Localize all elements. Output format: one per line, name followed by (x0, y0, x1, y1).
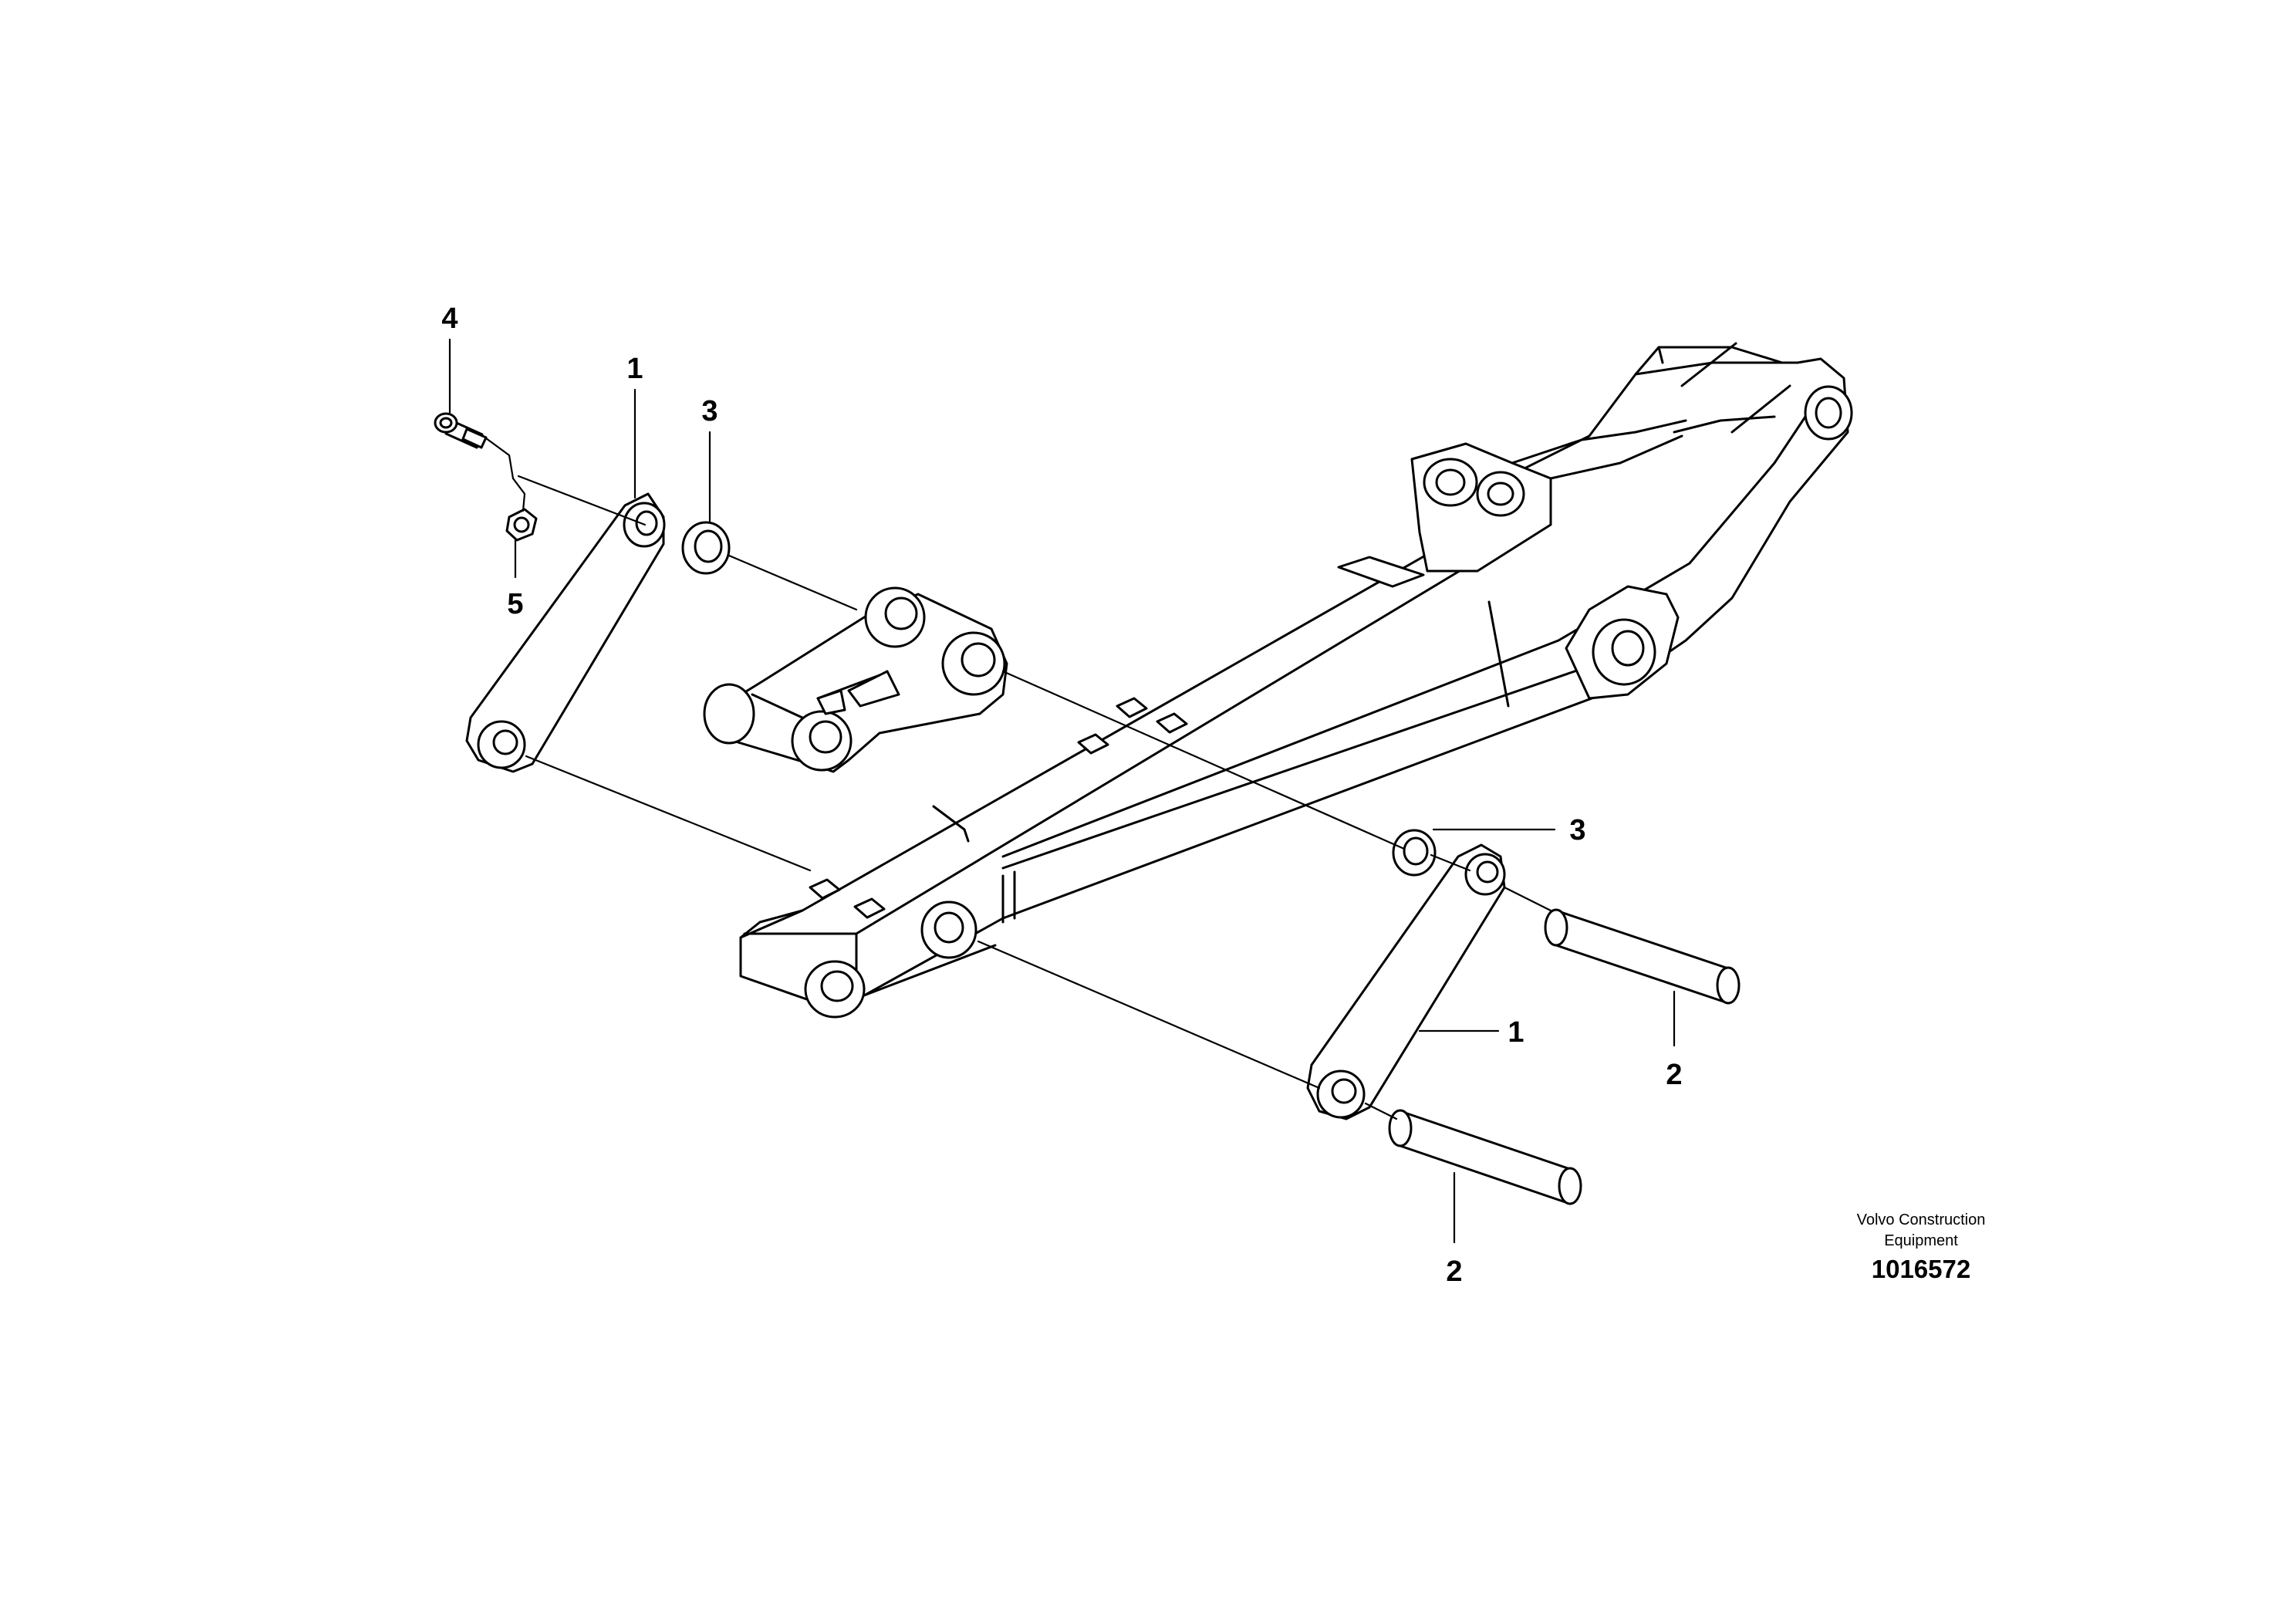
link-arm-upper (465, 492, 666, 773)
grease-nipple-pads (809, 697, 1188, 919)
callout-2-upper: 2 (1666, 1059, 1682, 1091)
manufacturer-label: Volvo Construction Equipment 1016572 (1774, 1210, 2068, 1284)
bolt (434, 412, 488, 449)
brand-line-2: Equipment (1884, 1232, 1958, 1249)
callout-3-upper: 3 (701, 395, 718, 427)
callout-5: 5 (507, 588, 523, 620)
pin-upper (1544, 908, 1741, 1005)
connecting-rod (703, 586, 1008, 773)
callout-3-lower: 3 (1569, 814, 1585, 846)
callout-2-lower: 2 (1446, 1255, 1462, 1288)
assembly-lines (485, 437, 1552, 1120)
drawing-number: 1016572 (1871, 1255, 1971, 1283)
pin-lower (1388, 1109, 1582, 1205)
nut (505, 508, 538, 542)
callout-numbers: 4 1 3 5 3 1 2 2 (441, 302, 1682, 1288)
callout-4: 4 (441, 302, 458, 335)
spacer-lower (1392, 829, 1437, 877)
boom (739, 342, 1853, 1019)
callout-1-upper: 1 (626, 353, 643, 385)
callout-1-lower: 1 (1508, 1016, 1524, 1049)
brand-line-1: Volvo Construction (1856, 1211, 1986, 1228)
spacer-upper (681, 521, 731, 575)
callout-leaders (448, 338, 1676, 1244)
link-arm-lower (1306, 843, 1506, 1120)
